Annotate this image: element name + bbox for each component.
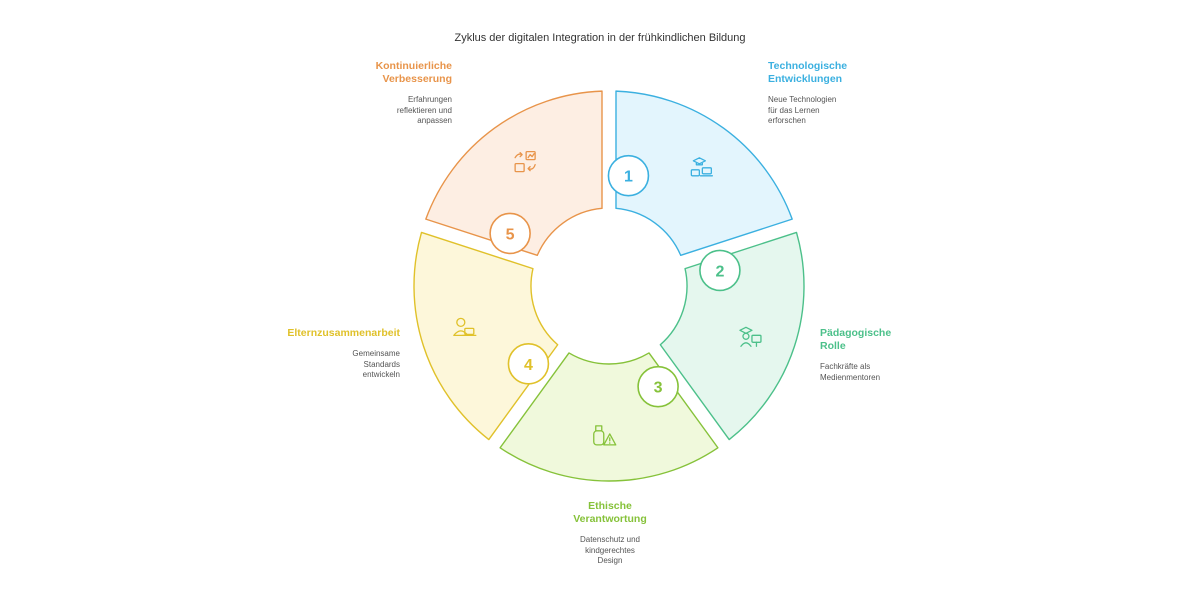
- parent-laptop-icon: [453, 317, 477, 336]
- segment-5-description: Erfahrungen reflektieren und anpassen: [396, 95, 452, 125]
- segment-2-heading: Pädagogische Rolle: [820, 327, 892, 352]
- segment-2-description: Fachkräfte als Medienmentoren: [820, 362, 881, 382]
- segment-2-number-circle: [699, 249, 741, 292]
- segment-4-number-circle: [507, 343, 550, 385]
- segment-1-number-circle: [607, 154, 650, 197]
- segment-4-number: 4: [524, 357, 533, 374]
- segment-2: [659, 231, 805, 441]
- segment-3-heading: Ethische Verantwortung: [573, 500, 647, 525]
- segment-3-description: Datenschutz und kindgerechtes Design: [579, 535, 641, 565]
- segment-2-number: 2: [715, 263, 724, 280]
- graduation-cap-laptop-icon: [690, 157, 713, 177]
- segment-1-heading: Technologische Entwicklungen: [768, 60, 848, 85]
- segment-3-label: Ethische Verantwortung Datenschutz und k…: [510, 500, 710, 567]
- segment-4-description: Gemeinsame Standards entwickeln: [352, 349, 400, 379]
- teacher-computer-icon: [739, 326, 762, 347]
- segment-5-heading: Kontinuierliche Verbesserung: [375, 60, 452, 85]
- segment-1-number: 1: [624, 169, 633, 186]
- segment-5-number-circle: [489, 212, 531, 255]
- diagram-title: Zyklus der digitalen Integration in der …: [454, 32, 746, 44]
- feedback-cycle-icon: [514, 150, 536, 173]
- segment-1-label: Technologische Entwicklungen Neue Techno…: [768, 60, 847, 127]
- segment-5-label: Kontinuierliche Verbesserung Erfahrungen…: [376, 60, 452, 127]
- segment-3-number-circle: [637, 365, 679, 408]
- segment-5-number: 5: [506, 226, 515, 243]
- segment-3-number: 3: [654, 380, 663, 397]
- segment-4: [413, 231, 559, 441]
- segment-4-label: Elternzusammenarbeit Gemeinsame Standard…: [287, 327, 400, 381]
- usb-warning-icon: [593, 425, 617, 446]
- segment-5: [425, 90, 603, 257]
- segment-2-label: Pädagogische Rolle Fachkräfte als Medien…: [820, 327, 891, 383]
- segment-4-heading: Elternzusammenarbeit: [287, 327, 400, 339]
- segment-1-description: Neue Technologien für das Lernen erforsc…: [768, 95, 837, 125]
